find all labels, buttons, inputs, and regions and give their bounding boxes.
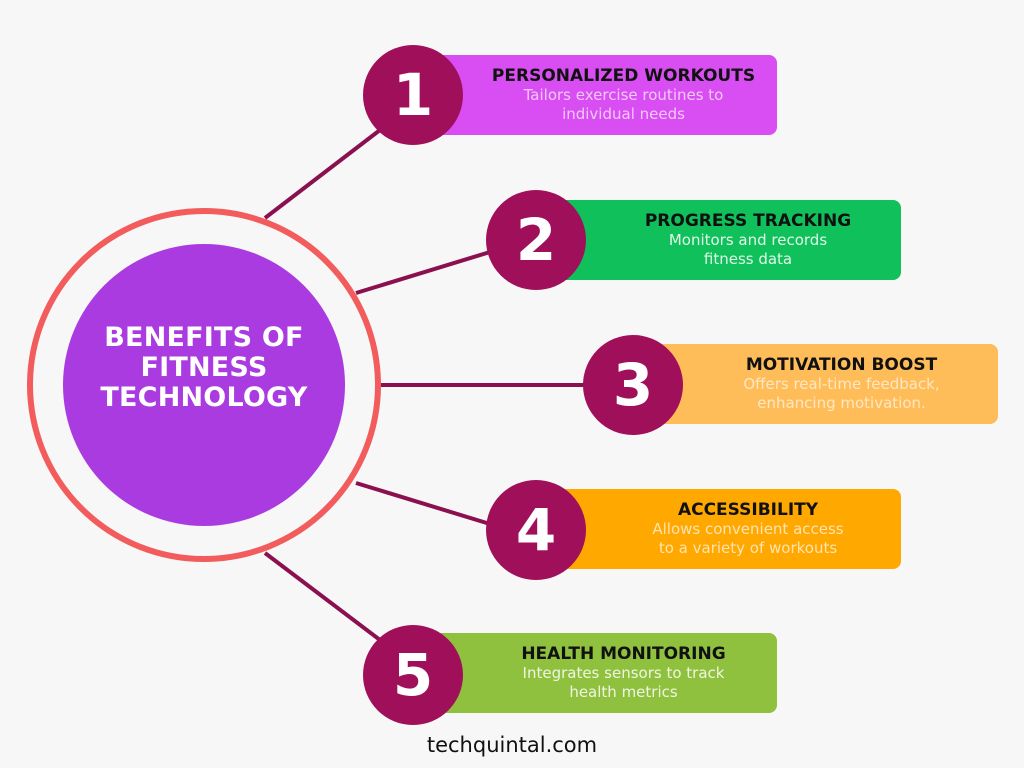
- number-badge-5: 5: [363, 625, 463, 725]
- benefit-desc-line2: individual needs: [562, 105, 685, 123]
- footer-website: techquintal.com: [426, 733, 598, 757]
- number-badge-4: 4: [486, 480, 586, 580]
- benefit-box-personalized-workouts: PERSONALIZED WORKOUTS Tailors exercise r…: [430, 55, 777, 135]
- benefit-box-accessibility: ACCESSIBILITY Allows convenient access t…: [555, 489, 901, 569]
- benefit-desc-line1: Offers real-time feedback,: [743, 375, 940, 393]
- number-badge-3: 3: [583, 335, 683, 435]
- number-badge-1: 1: [363, 45, 463, 145]
- benefit-desc-line2: health metrics: [569, 683, 678, 701]
- benefit-desc-line1: Tailors exercise routines to: [523, 86, 724, 104]
- benefit-desc-line2: to a variety of workouts: [658, 539, 838, 557]
- benefit-desc-line1: Allows convenient access: [652, 520, 844, 538]
- benefit-desc-line1: Monitors and records: [668, 231, 828, 249]
- benefit-title: PROGRESS TRACKING: [644, 211, 852, 231]
- benefit-title: HEALTH MONITORING: [521, 644, 726, 664]
- benefit-desc-line2: enhancing motivation.: [757, 394, 926, 412]
- benefit-box-health-monitoring: HEALTH MONITORING Integrates sensors to …: [430, 633, 777, 713]
- benefit-title: MOTIVATION BOOST: [745, 355, 938, 375]
- benefit-desc-line2: fitness data: [703, 250, 793, 268]
- benefit-desc-line1: Integrates sensors to track: [522, 664, 725, 682]
- benefit-title: PERSONALIZED WORKOUTS: [491, 66, 756, 86]
- benefit-title: ACCESSIBILITY: [677, 500, 819, 520]
- center-title: BENEFITS OF FITNESS TECHNOLOGY: [100, 322, 308, 413]
- benefit-box-progress-tracking: PROGRESS TRACKING Monitors and records f…: [555, 200, 901, 280]
- number-badge-2: 2: [486, 190, 586, 290]
- center-circle: BENEFITS OF FITNESS TECHNOLOGY: [63, 244, 345, 526]
- benefit-box-motivation-boost: MOTIVATION BOOST Offers real-time feedba…: [655, 344, 998, 424]
